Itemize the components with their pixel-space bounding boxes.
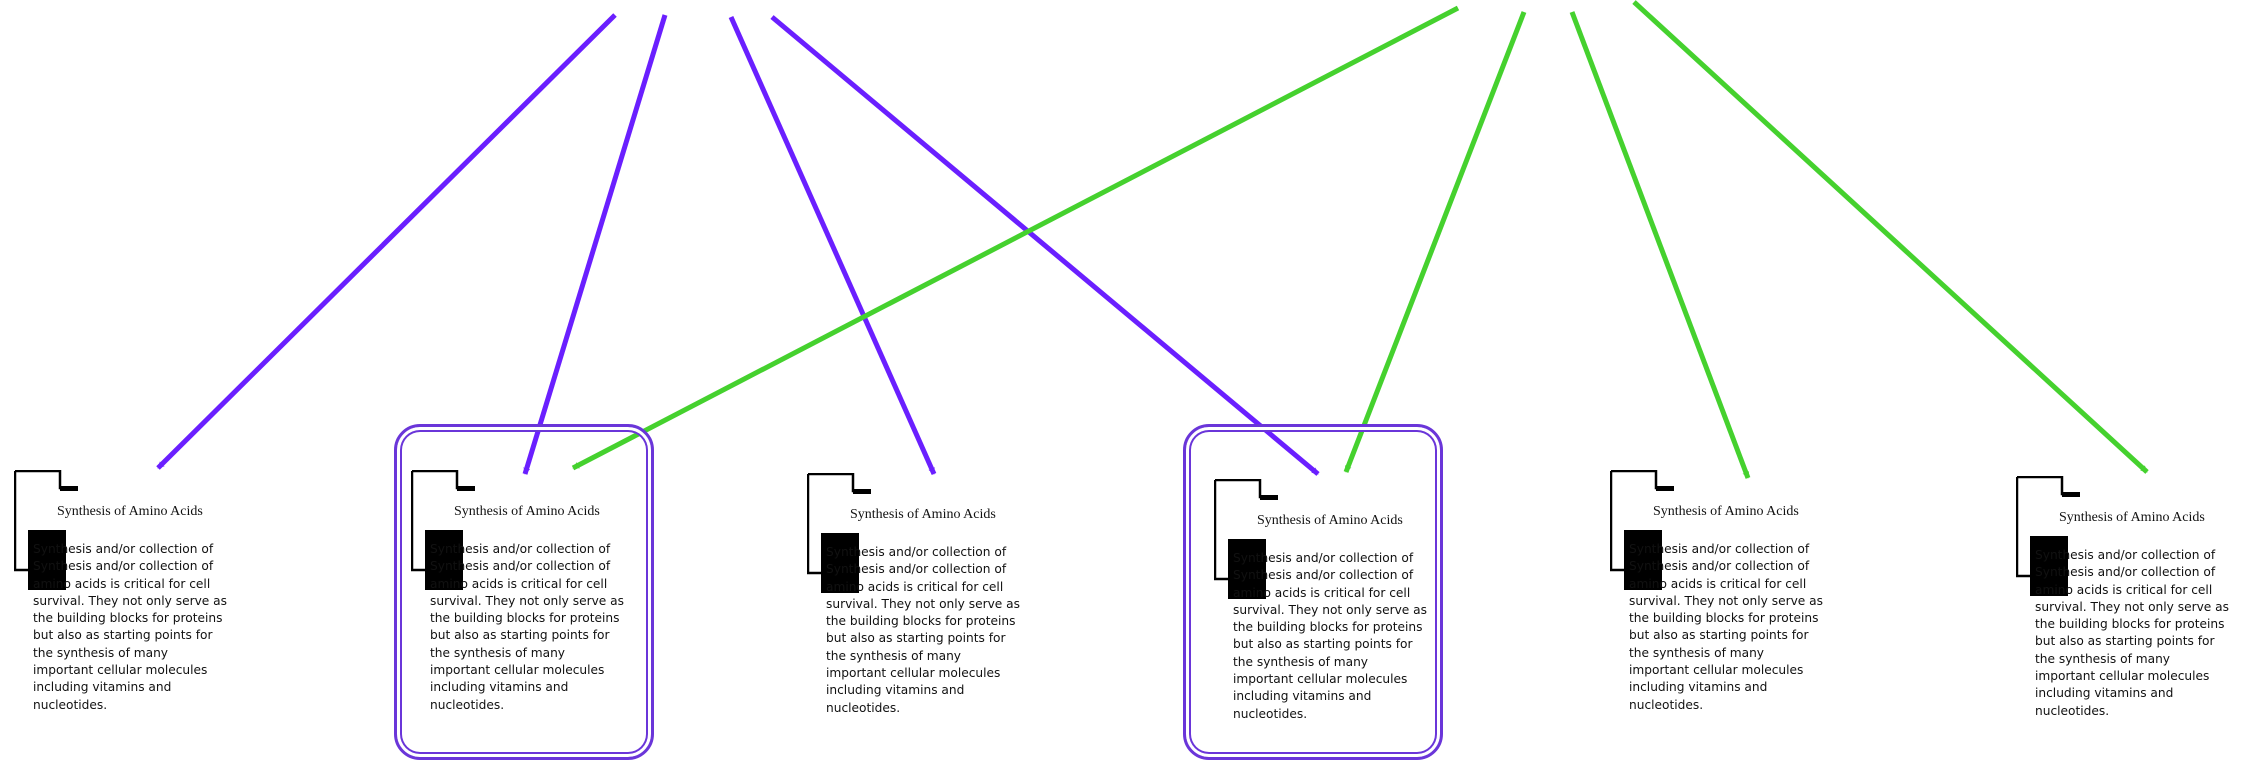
- card-title: Synthesis of Amino Acids: [1257, 513, 1403, 528]
- highlight-frame-card-2: [394, 424, 654, 760]
- arrow-green-1: [571, 5, 1460, 471]
- card-3: Synthesis of Amino Acids Synthesis and/o…: [807, 473, 1020, 715]
- arrow-green-4: [1632, 0, 2149, 474]
- document-icon: [14, 470, 78, 590]
- arrow-purple-4: [770, 15, 1320, 476]
- card-title: Synthesis of Amino Acids: [850, 507, 996, 522]
- card-body: Synthesis and/or collection of Synthesis…: [826, 545, 1021, 715]
- arrow-purple-1: [156, 13, 617, 470]
- arrow-purple-3: [728, 15, 937, 476]
- card-title: Synthesis of Amino Acids: [57, 504, 203, 519]
- card-title: Synthesis of Amino Acids: [2059, 510, 2205, 525]
- card-body: Synthesis and/or collection of Synthesis…: [1629, 542, 1824, 712]
- document-icon: [1610, 470, 1674, 590]
- document-icon: [2016, 476, 2080, 596]
- card-body: Synthesis and/or collection of Synthesis…: [1233, 551, 1428, 721]
- arrow-green-3: [1569, 11, 1751, 479]
- highlight-frame-card-4: [1183, 424, 1443, 760]
- document-icon: [807, 473, 871, 593]
- card-1: Synthesis of Amino Acids Synthesis and/o…: [14, 470, 227, 712]
- arrow-purple-2: [522, 14, 668, 475]
- document-icon: [411, 470, 475, 590]
- card-6: Synthesis of Amino Acids Synthesis and/o…: [2016, 476, 2229, 718]
- card-title: Synthesis of Amino Acids: [1653, 504, 1799, 519]
- card-5: Synthesis of Amino Acids Synthesis and/o…: [1610, 470, 1823, 712]
- card-body: Synthesis and/or collection of Synthesis…: [2035, 548, 2230, 718]
- card-title: Synthesis of Amino Acids: [454, 504, 600, 519]
- card-body: Synthesis and/or collection of Synthesis…: [33, 542, 228, 712]
- card-2: Synthesis of Amino Acids Synthesis and/o…: [411, 470, 624, 712]
- document-icon: [1214, 479, 1278, 599]
- arrow-green-2: [1343, 11, 1527, 473]
- card-4: Synthesis of Amino Acids Synthesis and/o…: [1214, 479, 1427, 721]
- card-body: Synthesis and/or collection of Synthesis…: [430, 542, 625, 712]
